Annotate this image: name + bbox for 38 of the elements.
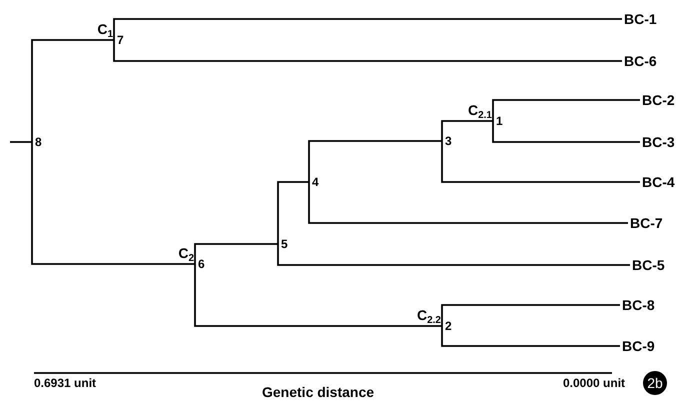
leaf-label: BC-1: [622, 12, 657, 26]
tree-branch: [441, 120, 493, 141]
tree-branch: [31, 39, 114, 142]
leaf-label: BC-5: [630, 258, 665, 272]
tree-branch: [31, 142, 195, 265]
cluster-label: C$_{2}$: [178, 246, 194, 260]
scale-value: 0.0000 unit: [563, 377, 626, 389]
tree-branch: [441, 326, 620, 347]
leaf-label: BC-7: [628, 216, 663, 230]
leaf-label: BC-4: [640, 175, 675, 189]
tree-branch: [194, 243, 278, 264]
scale-value: 0.6931 unit: [34, 377, 96, 389]
cluster-label: C$_{1}$: [97, 22, 113, 36]
leaf-label: BC-6: [622, 54, 657, 68]
tree-branch: [492, 121, 640, 143]
node-number: 4: [309, 176, 320, 188]
leaf-label: BC-8: [620, 298, 655, 312]
tree-branch: [441, 304, 620, 326]
panel-badge: 2b: [643, 371, 667, 395]
cluster-label: C$_{2.1}$: [468, 103, 492, 117]
tree-branch: [492, 99, 640, 121]
tree-branch: [113, 40, 622, 62]
tree-branch: [277, 244, 630, 266]
tree-branch: [308, 182, 628, 224]
tree-branch: [277, 181, 309, 244]
tree-branch: [441, 141, 640, 183]
node-number: 5: [278, 238, 289, 250]
node-number: 3: [442, 135, 453, 147]
node-number: 8: [32, 136, 43, 148]
tree-branch: [113, 18, 622, 40]
cluster-label: C$_{2.2}$: [416, 308, 441, 322]
leaf-label: BC-2: [640, 93, 675, 107]
tree-branch: [308, 140, 442, 182]
tree-branch: [10, 141, 32, 143]
tree-branch: [194, 264, 442, 327]
leaf-label: BC-3: [640, 135, 675, 149]
axis-title: Genetic distance: [262, 385, 374, 399]
leaf-label: BC-9: [620, 339, 655, 353]
